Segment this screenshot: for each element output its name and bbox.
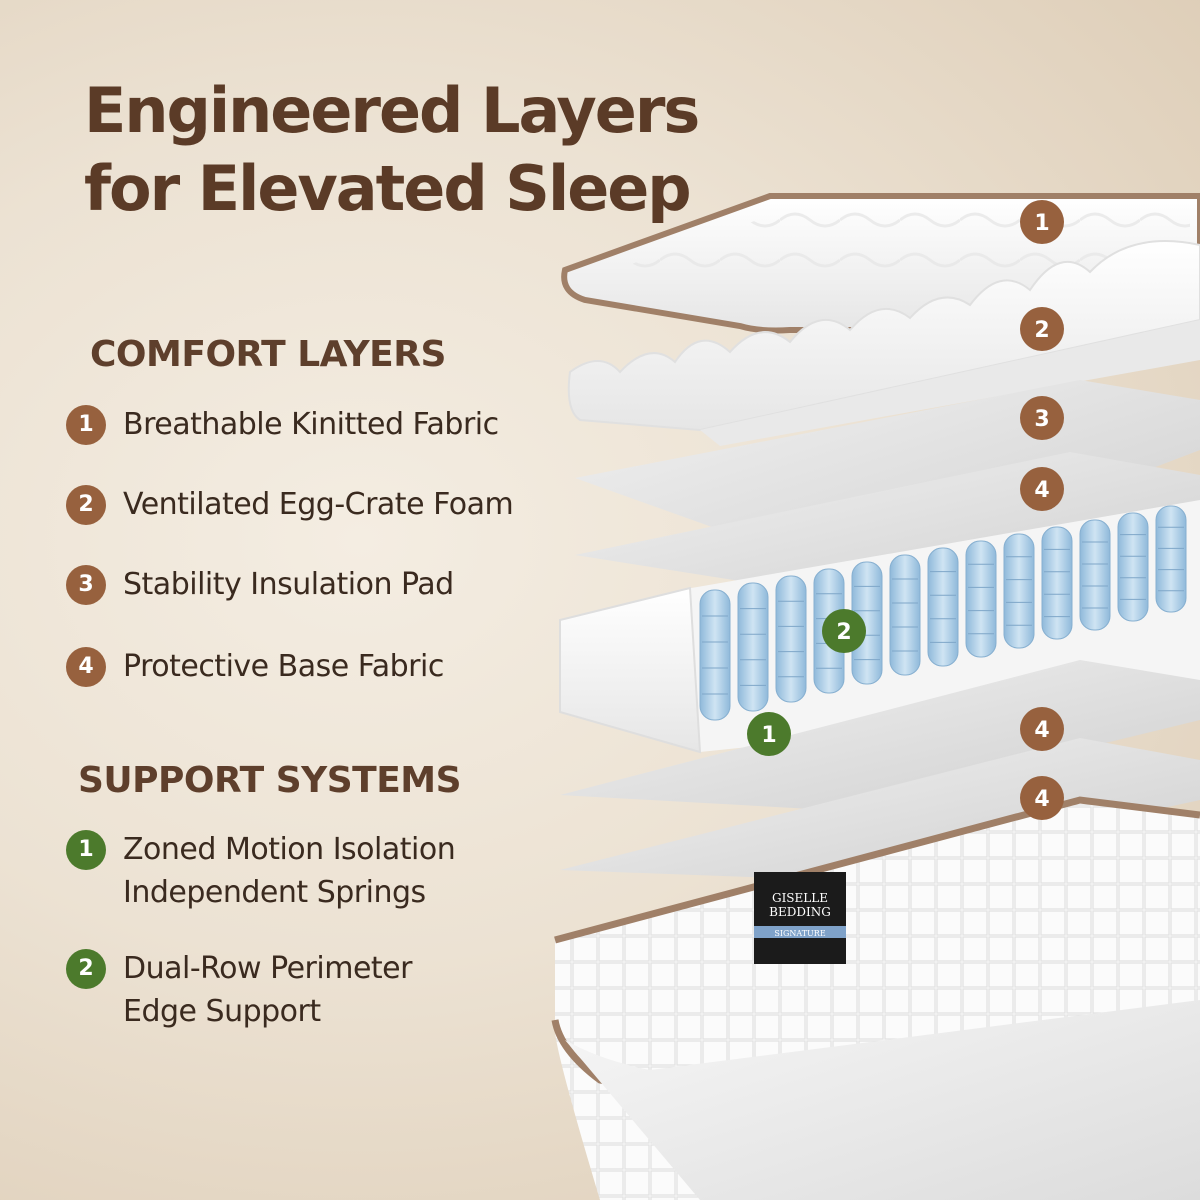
- spring-coil: [1155, 505, 1187, 613]
- callout-fabric-upper: 4: [1020, 467, 1064, 511]
- protective-fabric-lower-b: [560, 738, 1200, 880]
- support-systems-heading: SUPPORT SYSTEMS: [78, 760, 462, 801]
- number-badge: 1: [66, 830, 106, 870]
- number-badge: 2: [66, 485, 106, 525]
- support-item-springs: 1 Zoned Motion Isolation Independent Spr…: [66, 830, 586, 914]
- brand-label-tag: GISELLE BEDDING SIGNATURE: [754, 872, 846, 964]
- spring-coil: [965, 540, 997, 658]
- feature-label: Zoned Motion Isolation Independent Sprin…: [123, 832, 456, 910]
- comfort-item-insulation-pad: 3 Stability Insulation Pad: [66, 565, 586, 606]
- pocket-spring-unit: [559, 500, 1200, 754]
- number-badge: 1: [66, 405, 106, 445]
- brand-line-1: GISELLE: [772, 891, 828, 905]
- comfort-item-egg-crate-foam: 2 Ventilated Egg-Crate Foam: [66, 485, 586, 526]
- egg-crate-foam-layer: [567, 240, 1200, 446]
- callout-springs-edge: 2: [822, 609, 866, 653]
- spring-coil: [1003, 533, 1035, 649]
- spring-coil: [737, 582, 769, 712]
- brand-line-3: SIGNATURE: [774, 929, 825, 938]
- page-title: Engineered Layers for Elevated Sleep: [84, 74, 700, 225]
- spring-coil: [699, 589, 731, 721]
- svg-text:2: 2: [836, 620, 851, 645]
- feature-label: Protective Base Fabric: [123, 649, 444, 684]
- spring-coil: [1079, 519, 1111, 631]
- comfort-layers-heading: COMFORT LAYERS: [90, 334, 446, 375]
- svg-text:2: 2: [1034, 318, 1049, 343]
- callout-pad: 3: [1020, 396, 1064, 440]
- callout-fabric-lower-a: 4: [1020, 707, 1064, 751]
- comfort-item-knitted-fabric: 1 Breathable Kinitted Fabric: [66, 405, 586, 446]
- feature-label: Ventilated Egg-Crate Foam: [123, 487, 514, 522]
- svg-text:4: 4: [1034, 718, 1049, 743]
- number-badge: 2: [66, 949, 106, 989]
- svg-text:1: 1: [761, 723, 776, 748]
- mattress-base: GISELLE BEDDING SIGNATURE: [551, 796, 1200, 1200]
- callout-topper: 1: [1020, 200, 1064, 244]
- svg-text:4: 4: [1034, 787, 1049, 812]
- support-item-edge-support: 2 Dual-Row Perimeter Edge Support: [66, 949, 586, 1033]
- feature-label: Dual-Row Perimeter Edge Support: [123, 951, 412, 1029]
- spring-coil: [1117, 512, 1149, 622]
- callout-fabric-lower-b: 4: [1020, 776, 1064, 820]
- number-badge: 3: [66, 565, 106, 605]
- svg-text:4: 4: [1034, 478, 1049, 503]
- svg-text:3: 3: [1034, 407, 1049, 432]
- number-badge: 4: [66, 647, 106, 687]
- spring-coil: [775, 575, 807, 703]
- feature-label: Stability Insulation Pad: [123, 567, 454, 602]
- feature-label: Breathable Kinitted Fabric: [123, 407, 499, 442]
- callout-foam: 2: [1020, 307, 1064, 351]
- callout-springs-core: 1: [747, 712, 791, 756]
- comfort-item-base-fabric: 4 Protective Base Fabric: [66, 647, 586, 688]
- protective-fabric-lower-a: [560, 660, 1200, 810]
- spring-coil: [1041, 526, 1073, 640]
- svg-text:1: 1: [1034, 211, 1049, 236]
- spring-coil: [927, 547, 959, 667]
- spring-coil: [889, 554, 921, 676]
- brand-line-2: BEDDING: [769, 905, 831, 919]
